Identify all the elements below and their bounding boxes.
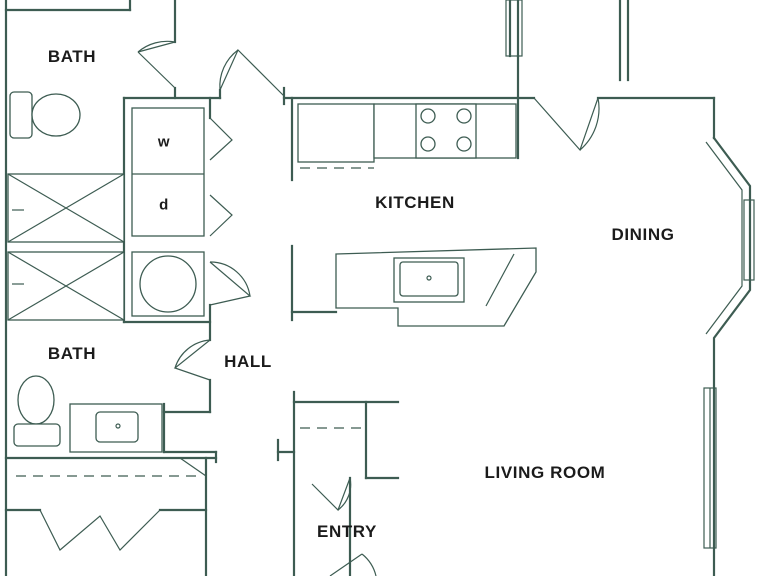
shower-lower	[7, 251, 125, 321]
shower-upper	[7, 173, 125, 243]
kitchen-island	[335, 247, 537, 327]
room-label-living-room: LIVING ROOM	[484, 463, 606, 482]
room-label-bath-upper: BATH	[47, 47, 97, 66]
room-label-bath-lower: BATH	[47, 344, 97, 363]
washer-label: w	[157, 133, 171, 151]
room-label-kitchen: KITCHEN	[375, 193, 455, 212]
laundry-stack	[131, 107, 205, 317]
vanity-lower	[69, 403, 163, 453]
room-label-entry: ENTRY	[317, 522, 377, 541]
walls	[4, 0, 752, 576]
toilet-lower	[13, 375, 61, 447]
fixtures	[7, 91, 537, 477]
doors	[39, 40, 600, 576]
room-label-dining: DINING	[611, 225, 675, 244]
toilet-upper	[9, 91, 81, 139]
kitchen-counter	[297, 103, 517, 169]
windows	[505, 0, 755, 549]
room-label-hall: HALL	[224, 352, 272, 371]
dryer-label: d	[159, 196, 169, 214]
